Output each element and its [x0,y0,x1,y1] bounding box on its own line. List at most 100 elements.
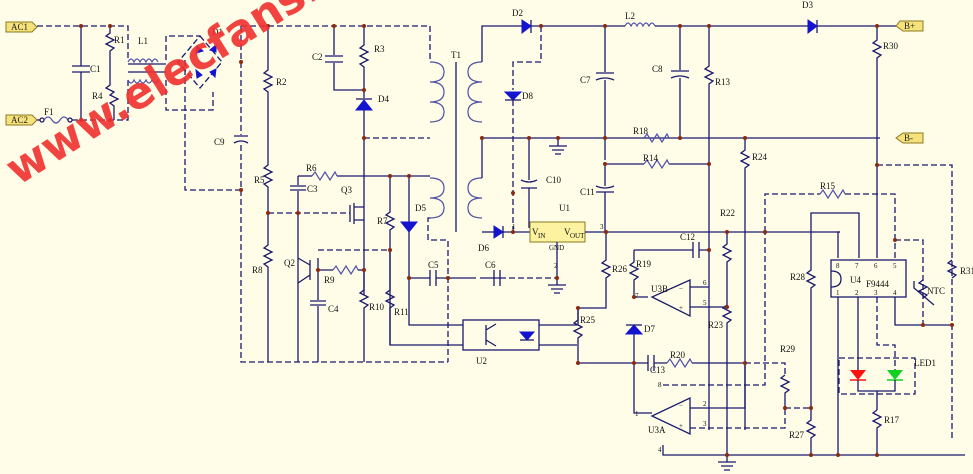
svg-text:+: + [679,422,683,430]
svg-text:AC2: AC2 [11,115,28,125]
label-u3a: U3A [648,425,666,435]
u1-vin-sub: IN [538,232,545,240]
u3-pin3: 3 [703,420,707,428]
u3-pin7: 7 [635,292,639,300]
label-c12: C12 [680,232,695,242]
label-c4: C4 [328,304,339,314]
u1-pin1: 1 [512,223,516,231]
u3-pin6: 6 [703,279,707,287]
label-r10: R10 [369,302,385,312]
label-d1: D1 [212,27,223,37]
label-c6: C6 [485,260,496,270]
label-c3: C3 [307,184,318,194]
u3-pin5: 5 [703,299,707,307]
label-u2: U2 [476,356,487,366]
label-r24: R24 [752,152,768,162]
label-c11: C11 [580,187,595,197]
label-d7: D7 [644,324,655,334]
label-r7: R7 [377,216,388,226]
u4-pin2: 2 [855,289,859,297]
label-d6: D6 [478,243,489,253]
u4-pin6: 6 [874,262,878,270]
label-r15: R15 [820,181,836,191]
label-d2: D2 [512,8,523,18]
label-l1: L1 [138,36,148,46]
label-r30: R30 [883,41,899,51]
u4-pin3: 3 [874,289,878,297]
u1-pin2: 2 [554,262,558,270]
label-d8: D8 [522,91,533,101]
label-c9: C9 [214,137,225,147]
label-c10: C10 [546,175,562,185]
label-c1: C1 [90,64,101,74]
label-c5: C5 [428,260,439,270]
label-r4: R4 [92,91,103,101]
label-c8: C8 [652,64,663,74]
svg-text:+: + [679,304,683,312]
svg-text:AC1: AC1 [11,22,28,32]
u4-pin4: 4 [893,289,897,297]
label-r8: R8 [252,265,263,275]
label-r1: R1 [114,35,125,45]
label-l2: L2 [625,11,635,21]
svg-text:−: − [679,285,683,293]
label-r29: R29 [780,344,796,354]
u3-pin1: 1 [635,410,639,418]
label-ntc: NTC [927,286,945,296]
label-r19: R19 [636,259,652,269]
port-ac2: AC2 [5,114,38,126]
u1-pin3: 3 [600,223,604,231]
label-q3: Q3 [341,185,352,195]
component-labels: F1 C1 R1 R4 L1 D1 C9 R2 R5 R8 C2 R3 D4 T… [44,0,973,440]
u4-pin5: 5 [893,262,897,270]
label-r18: R18 [633,126,649,136]
label-r3: R3 [374,44,385,54]
label-c2: C2 [312,52,323,62]
label-r11: R11 [394,307,409,317]
label-led1: LED1 [914,358,936,368]
label-u3b: U3B [651,284,668,294]
label-c13: C13 [650,365,666,375]
u1-vin: V [532,227,539,237]
label-c7: C7 [580,75,591,85]
u3-pin8: 8 [658,381,662,389]
port-ac1: AC1 [5,21,38,33]
u4-pin7: 7 [855,262,859,270]
u1-vout: V [564,227,571,237]
label-t1: T1 [451,50,461,60]
watermark: www.elecfans.com [0,0,416,195]
label-r20: R20 [670,350,686,360]
port-bminus: B- [895,132,924,144]
label-q2: Q2 [284,258,295,268]
label-r26: R26 [612,264,628,274]
label-d3: D3 [802,0,813,10]
label-u4: U4 [850,275,861,285]
label-d5: D5 [415,203,426,213]
svg-text:B+: B+ [904,21,915,31]
label-r5: R5 [254,175,265,185]
u1-gnd: GND [549,244,564,252]
label-d4: D4 [378,94,389,104]
u1-vout-sub: OUT [570,232,585,240]
label-r9: R9 [324,275,335,285]
label-r14: R14 [643,153,659,163]
label-r2: R2 [276,77,287,87]
label-r28: R28 [790,272,806,282]
label-u1: U1 [559,203,570,213]
label-r6: R6 [306,163,317,173]
label-r22: R22 [720,208,735,218]
label-r17: R17 [884,415,900,425]
svg-text:−: − [679,402,683,410]
label-f9444: F9444 [866,279,890,289]
port-bplus: B+ [895,20,924,32]
u4-pin1: 1 [836,289,840,297]
label-r25: R25 [580,315,596,325]
label-r31: R31 [960,266,973,276]
label-r13: R13 [715,77,731,87]
u4-pin8: 8 [836,262,840,270]
u3-pin2: 2 [703,400,707,408]
label-r27: R27 [789,430,805,440]
u3-pin4: 4 [658,446,662,454]
